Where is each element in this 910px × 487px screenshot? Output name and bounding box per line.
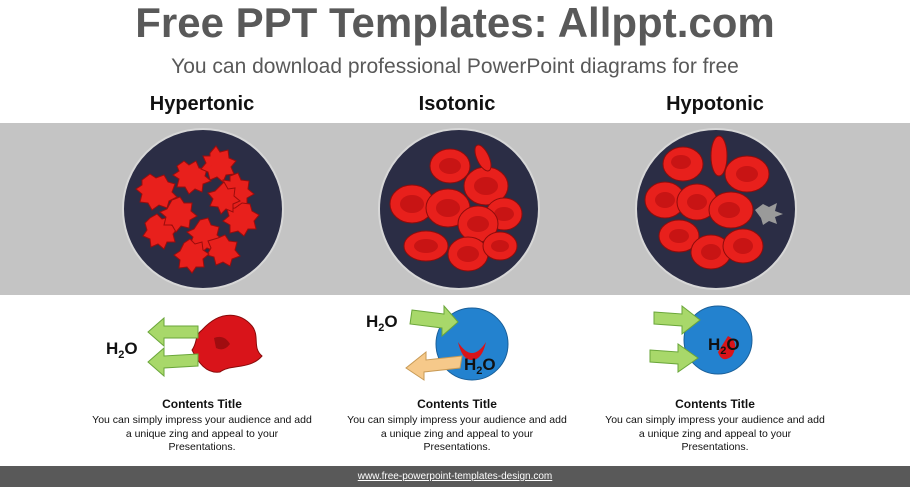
h2o-label-hypotonic: H2O <box>708 335 740 357</box>
content-title-isotonic: Contents Title <box>417 397 497 411</box>
hypotonic-dish-icon <box>635 128 797 290</box>
heading-isotonic: Isotonic <box>418 93 496 115</box>
footer-bar <box>0 466 910 487</box>
content-text-hypotonic: You can simply impress your audience and… <box>605 414 825 453</box>
h2o-label-isotonic-inside: H2O <box>464 355 496 377</box>
water-in-arrow-icon: H2O <box>649 304 753 375</box>
content-text-hypertonic: You can simply impress your audience and… <box>92 414 312 453</box>
footer-website-link[interactable]: www.free-powerpoint-templates-design.com <box>357 471 553 482</box>
heading-hypotonic: Hypotonic <box>666 93 764 115</box>
content-title-hypotonic: Contents Title <box>675 397 755 411</box>
h2o-label-hypertonic: H2O <box>106 339 138 361</box>
h2o-label-isotonic-outside: H2O <box>366 312 398 334</box>
isotonic-dish-icon <box>378 128 540 290</box>
content-text-isotonic: You can simply impress your audience and… <box>347 414 567 453</box>
page-title: Free PPT Templates: Allppt.com <box>135 0 775 46</box>
page-subtitle: You can download professional PowerPoint… <box>171 55 739 78</box>
heading-hypertonic: Hypertonic <box>149 93 255 115</box>
content-title-hypertonic: Contents Title <box>162 397 242 411</box>
water-exchange-arrow-icon: H2O H2O <box>366 304 509 381</box>
hypertonic-dish-icon <box>122 128 284 290</box>
water-out-arrow-icon: H2O <box>106 314 263 378</box>
